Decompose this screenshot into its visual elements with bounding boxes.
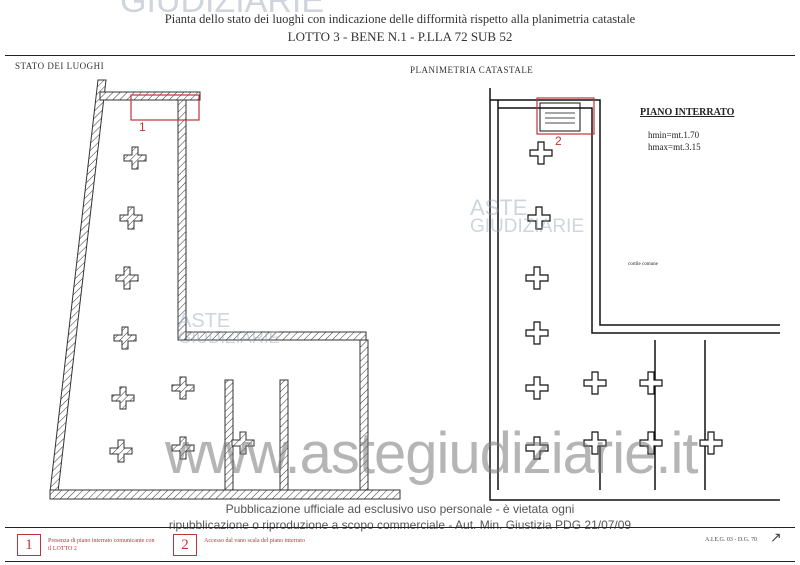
marker-2-label: 2 (555, 134, 562, 148)
left-plan (49, 79, 401, 500)
marker-1-label: 1 (139, 120, 146, 134)
floor-title: PIANO INTERRATO (640, 107, 735, 118)
legend-bottom-divider (5, 561, 795, 562)
watermark-logo-bottom-text: GIUDIZIARIE (178, 328, 281, 347)
watermark-logo-bottom-text: GIUDIZIARIE (470, 215, 585, 237)
difference-marker-2-box (536, 97, 595, 135)
watermark-logo-left: ASTE GIUDIZIARIE (178, 310, 281, 347)
right-panel-label: PLANIMETRIA CATASTALE (410, 65, 534, 75)
right-plan-pillars (525, 141, 723, 460)
watermark-logo-top: GIUDIZIARIE (120, 0, 325, 20)
watermark-logo-top-text: ASTE (470, 195, 528, 220)
left-plan-pillars (109, 146, 255, 463)
legend-number-2: 2 (173, 534, 197, 556)
right-plan (489, 88, 780, 501)
room-label: cortile comune (628, 262, 658, 267)
page-subtitle: LOTTO 3 - BENE N.1 - P.LLA 72 SUB 52 (287, 29, 513, 44)
difference-marker-1-box (130, 94, 200, 121)
hmax-value: hmax=mt.3.15 (648, 142, 701, 152)
disclaimer-line-1: Pubblicazione ufficiale ad esclusivo uso… (225, 502, 575, 516)
disclaimer-line-2: ripubblicazione o riproduzione a scopo c… (168, 518, 632, 532)
watermark-logo-right: ASTE GIUDIZIARIE (470, 195, 585, 237)
legend-text-2: Accesso dal vano scala del piano interra… (204, 538, 305, 544)
page-title: Pianta dello stato dei luoghi con indica… (164, 12, 636, 26)
legend-top-divider (5, 527, 795, 528)
footer-reference: A.I.E.G. 03 - D.G. 70 (705, 537, 757, 543)
legend-text-1: Presenza di piano interrato comunicante … (48, 538, 155, 552)
header-divider (5, 55, 795, 56)
left-panel-label: STATO DEI LUOGHI (15, 61, 105, 71)
watermark-site: www.astegiudiziarie.it (165, 421, 698, 486)
north-arrow-icon: ↗ (770, 531, 782, 546)
watermark-logo-top-text: ASTE (178, 310, 231, 332)
legend-number-1: 1 (17, 534, 41, 556)
hmin-value: hmin=mt.1.70 (648, 130, 700, 140)
